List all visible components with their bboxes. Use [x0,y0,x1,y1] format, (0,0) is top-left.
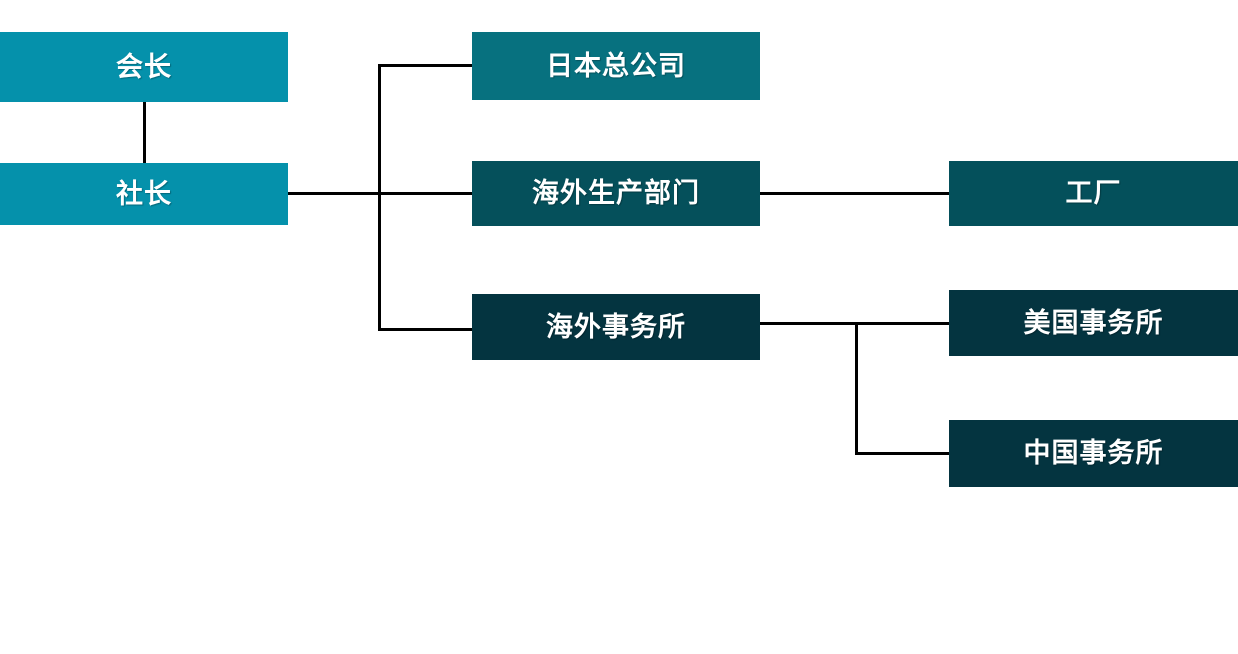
connector-right-trunk-to-china-office [855,452,950,455]
node-us-office[interactable]: 美国事务所 [949,290,1238,356]
node-overseas-production[interactable]: 海外生产部门 [472,161,760,226]
node-overseas-office[interactable]: 海外事务所 [472,294,760,360]
connector-trunk-to-overseas-office [378,328,473,331]
node-factory-label: 工厂 [1065,178,1122,209]
node-chairman-label: 会长 [116,51,172,83]
connector-overseas-production-to-factory [760,192,950,195]
node-japan-hq-label: 日本总公司 [546,50,686,82]
node-overseas-production-label: 海外生产部门 [532,178,700,209]
connector-trunk-to-overseas-production [378,192,473,195]
node-president-label: 社长 [116,178,172,210]
node-president[interactable]: 社长 [0,163,288,225]
node-china-office-label: 中国事务所 [1023,438,1164,469]
connector-right-trunk [855,322,858,455]
node-overseas-office-label: 海外事务所 [546,311,686,343]
node-china-office[interactable]: 中国事务所 [949,420,1238,487]
node-factory[interactable]: 工厂 [949,161,1238,226]
connector-president-stem [288,192,380,195]
node-japan-hq[interactable]: 日本总公司 [472,32,760,100]
node-us-office-label: 美国事务所 [1023,307,1164,339]
connector-trunk-to-japan-hq [378,64,473,67]
connector-branch-trunk [378,64,381,331]
node-chairman[interactable]: 会长 [0,32,288,102]
connector-chairman-to-president [143,102,146,163]
